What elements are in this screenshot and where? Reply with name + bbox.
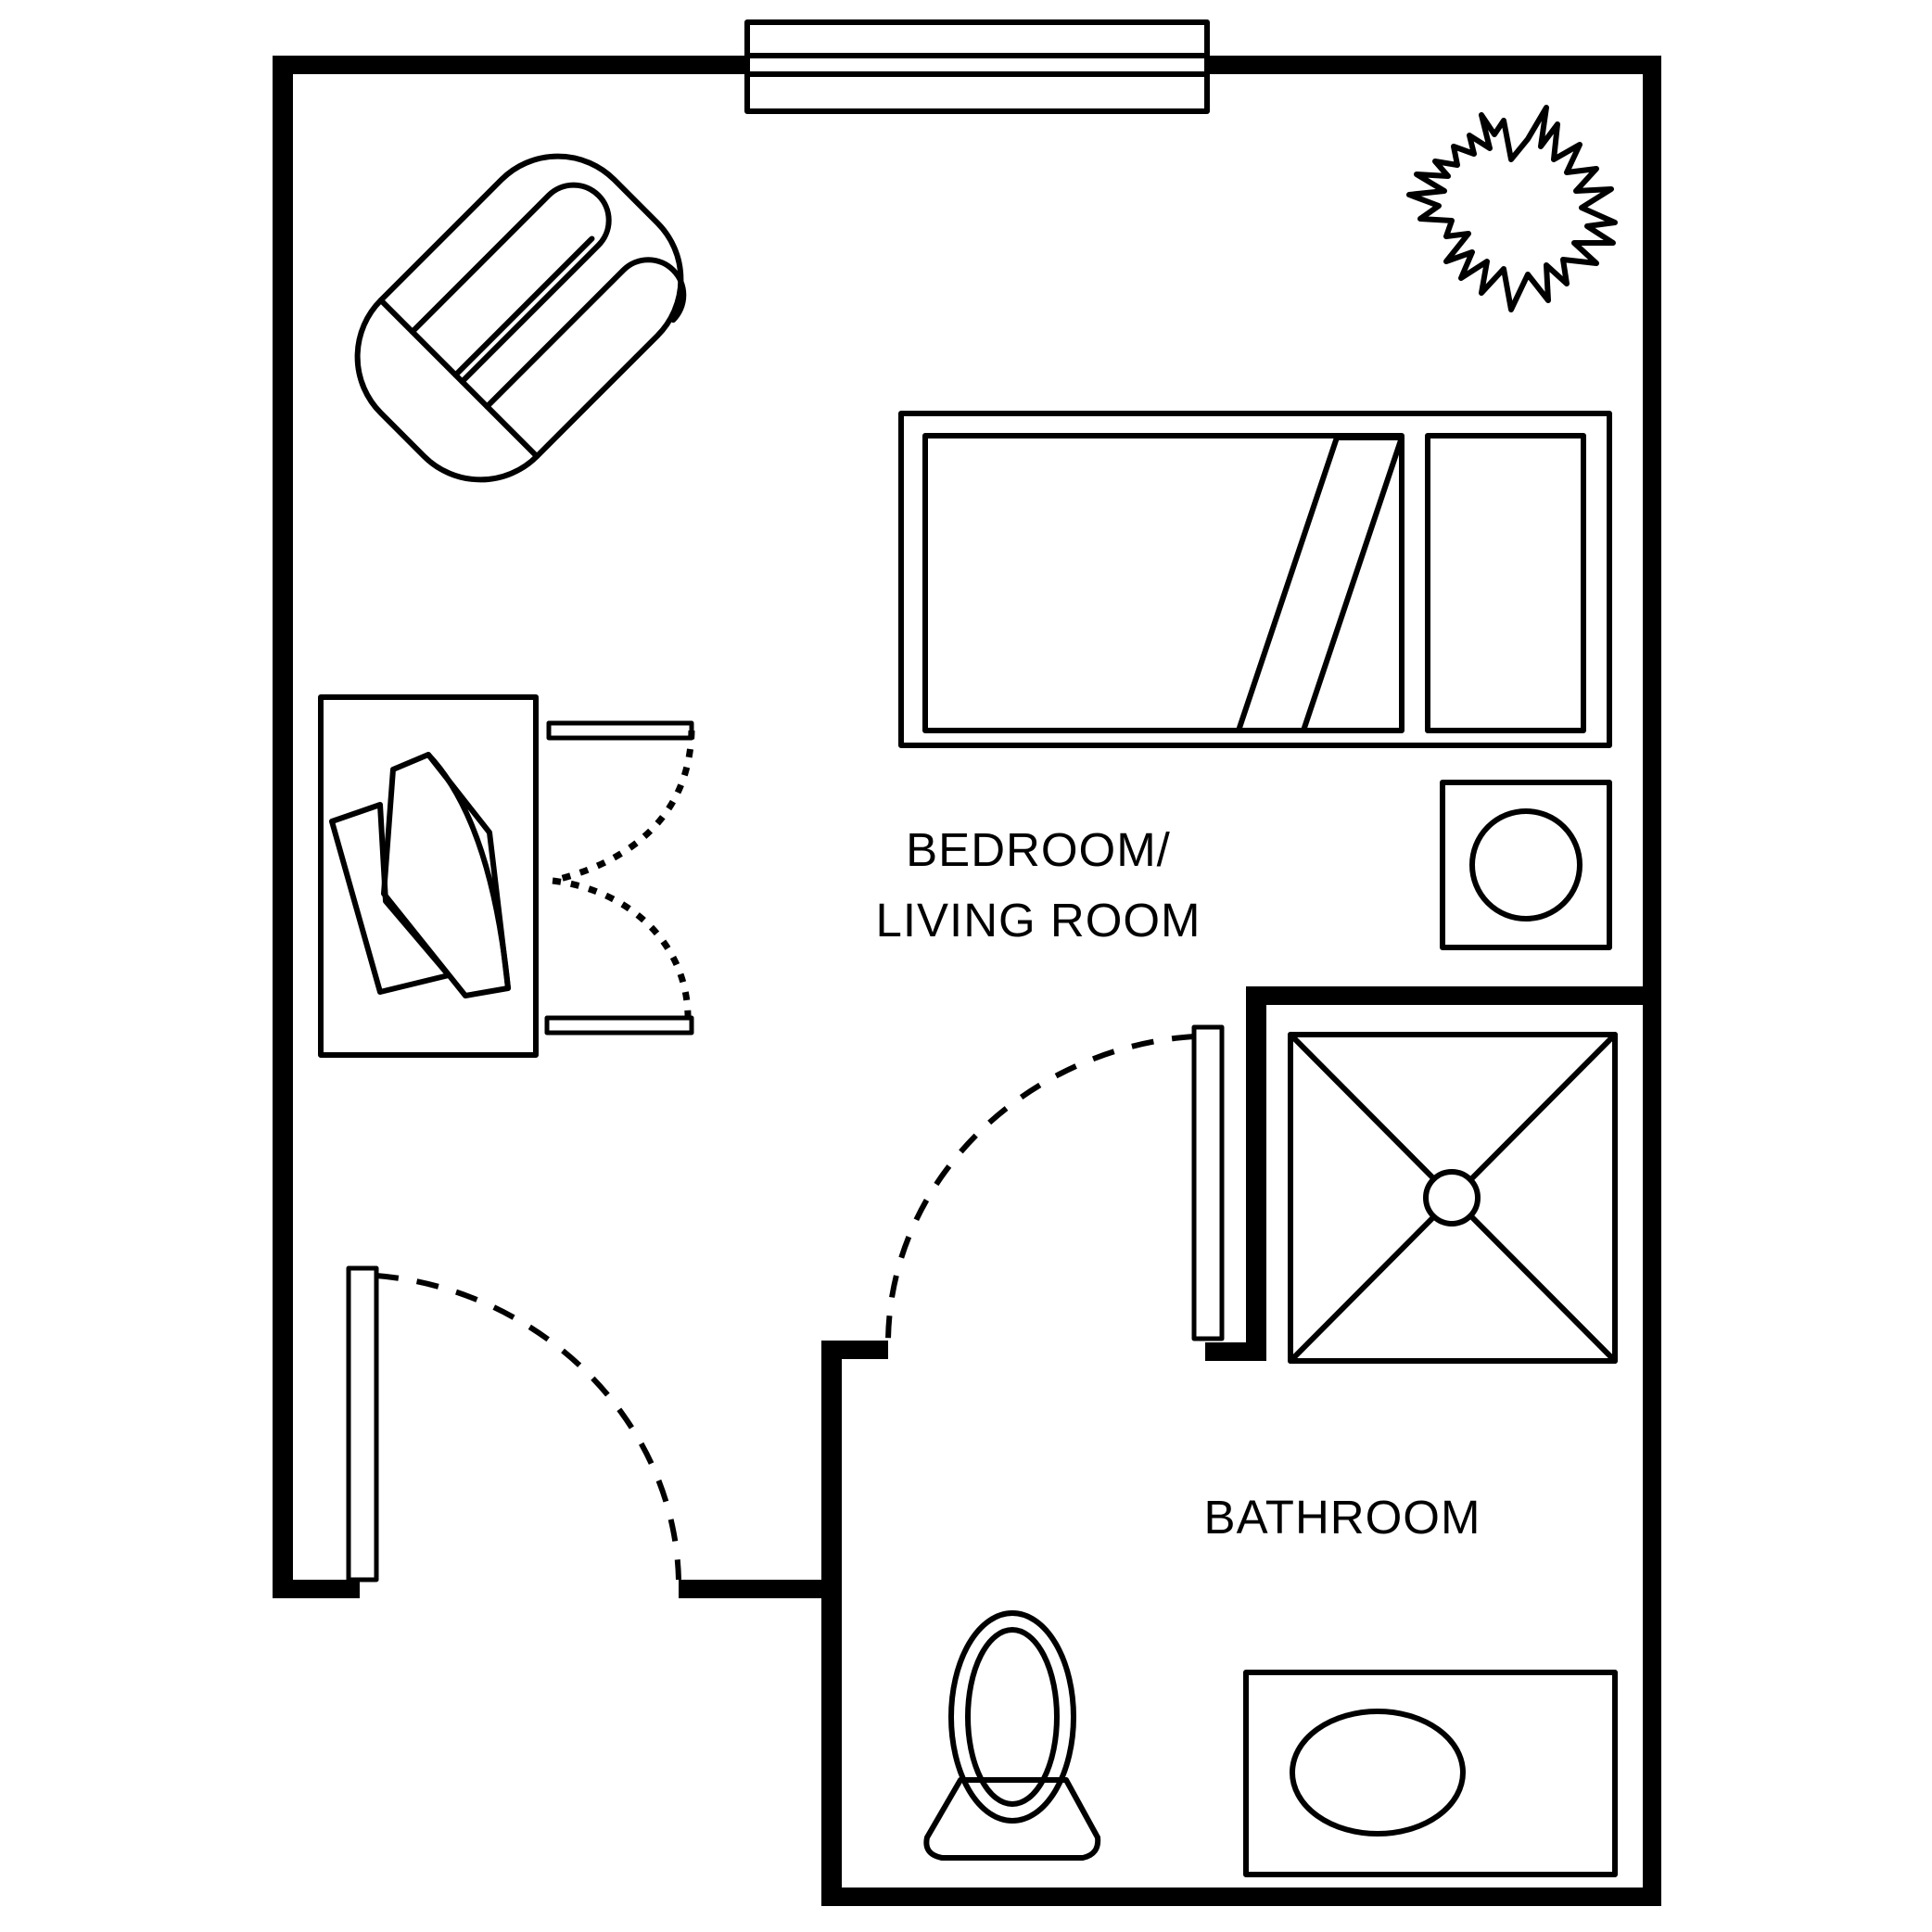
closet-door-top [546,720,694,741]
bed-mattress [922,433,1405,733]
plant-leaves [1406,105,1618,312]
wall-shower-stub [1205,1342,1266,1361]
bathroom-door [885,1024,1225,1341]
shower-drain-icon [1423,1169,1481,1227]
nightstand-icon [1440,780,1612,950]
wall-top-right [1207,56,1661,74]
window [744,19,1210,114]
armchair-back [377,297,540,460]
toilet-bowl-outer [948,1610,1076,1824]
wall-top-left [273,56,747,74]
entry-door [346,1265,681,1582]
shower-pan [1288,1032,1618,1364]
entry-door-swing [375,1273,681,1581]
toilet-tank [923,1777,1101,1861]
bathroom-door-leaf [1191,1024,1225,1341]
wall-shower-west [1246,986,1266,1361]
room-label-bedroom-line2: LIVING ROOM [875,894,1201,947]
closet-swing-bottom [552,877,692,1023]
closet-doors [544,720,695,1036]
wall-bottom [821,1888,1661,1906]
entry-door-leaf [346,1265,379,1582]
closet-swing-top [552,730,695,884]
closet-door-bottom [544,1015,694,1036]
wall-left-stub [273,1580,360,1598]
tv-screen-edge [426,752,511,991]
window-frame [744,19,1210,114]
room-label-bedroom-line1: BEDROOM/ [906,823,1171,876]
wall-entry-stub [679,1580,842,1598]
armchair-body [354,153,684,483]
bed-icon [898,411,1612,748]
bed-fold [1236,435,1405,733]
wall-bathroom-west-stub [821,1341,888,1359]
bed-pillow [1425,433,1586,733]
nightstand-top [1440,780,1612,950]
armchair-arm-bottom [452,235,595,378]
armchair-arm-top [409,182,612,385]
vanity-icon [1243,1670,1618,1877]
desk-icon [318,694,539,1058]
bathroom-door-swing [885,1034,1195,1341]
wall-left [273,56,293,1598]
toilet-icon [923,1610,1101,1861]
wall-bathroom-north [1246,986,1661,1005]
lamp-icon [1469,808,1582,922]
walls [273,56,1661,1906]
wall-right [1643,56,1661,1906]
sink-basin-icon [1290,1709,1466,1837]
desk-top [318,694,539,1058]
armchair-icon [354,153,687,483]
plant-icon [1406,105,1618,312]
vanity-counter [1243,1670,1618,1877]
toilet-bowl-inner [965,1627,1060,1807]
armchair-arm-bottom-outline [484,257,687,410]
wall-bathroom-west [821,1341,842,1906]
shower-icon [1288,1032,1618,1364]
bed-frame [898,411,1612,748]
room-label-bathroom: BATHROOM [1204,1491,1481,1544]
